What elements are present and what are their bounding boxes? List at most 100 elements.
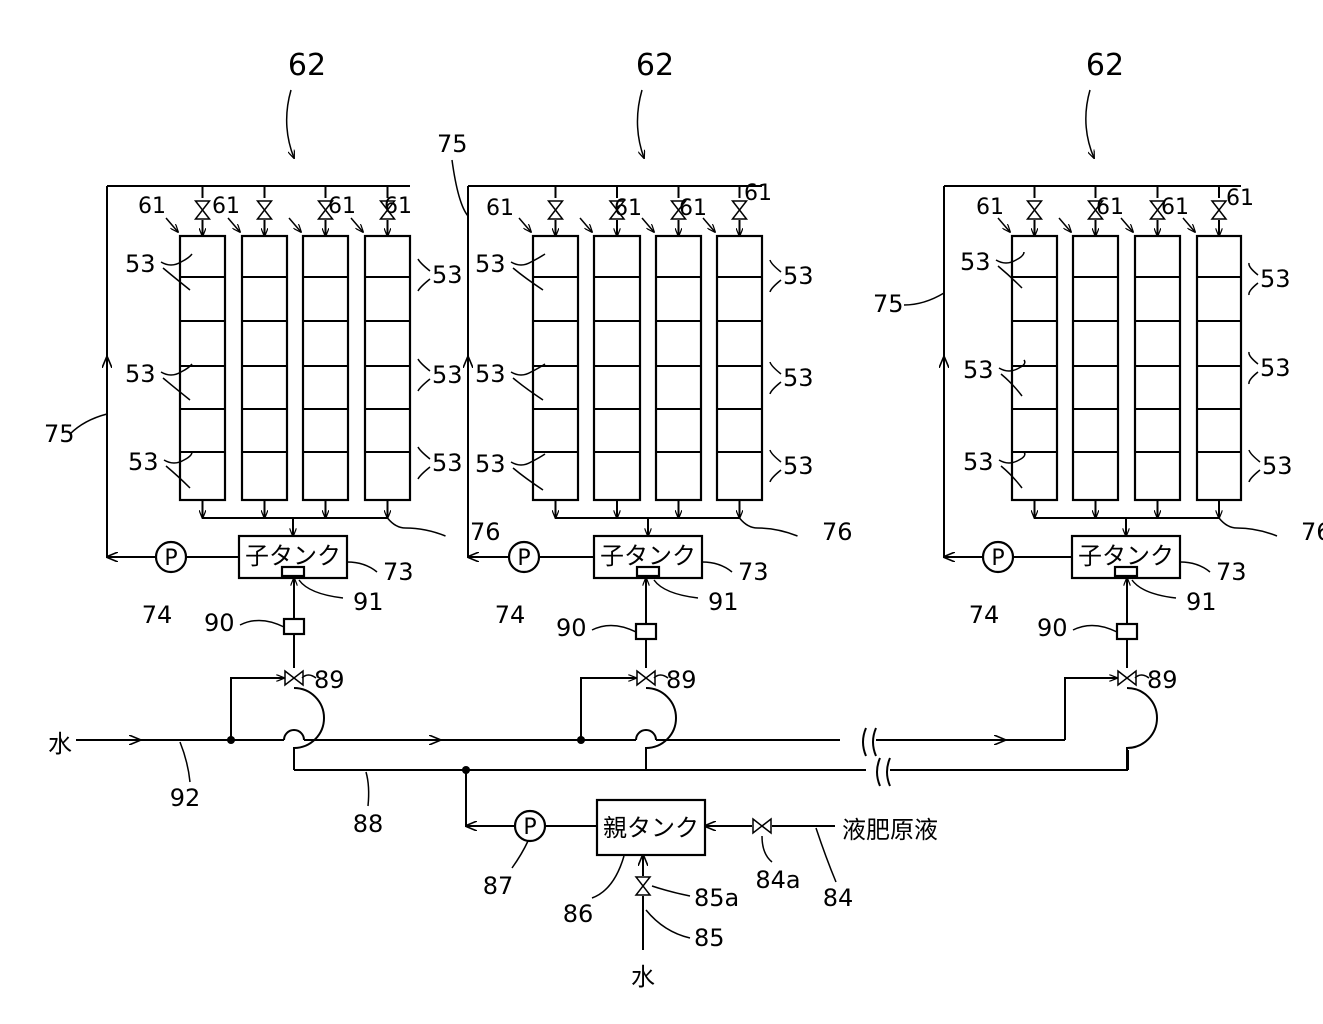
- pointer-arrow: [1183, 218, 1195, 232]
- leader-line: [1219, 518, 1277, 536]
- valve-61-icon: [549, 201, 563, 219]
- leader-line: [770, 362, 781, 374]
- cell-label: 53: [963, 356, 994, 384]
- pointer-arrow: [228, 218, 240, 232]
- junction-node: [227, 736, 235, 744]
- valve-label: 61: [1161, 195, 1189, 220]
- pointer-arrow: [703, 218, 715, 232]
- tank-label: 73: [383, 558, 414, 586]
- mix-valve-label: 89: [314, 666, 345, 694]
- leader-line: [1249, 450, 1260, 462]
- leader-line: [770, 470, 781, 482]
- leader-line: [740, 518, 798, 536]
- column-frame: [717, 236, 762, 500]
- parent-pump-label: 87: [483, 872, 514, 900]
- planting-column: [1197, 236, 1241, 500]
- concentrate-riser: [646, 688, 676, 770]
- leader-line: [816, 828, 836, 882]
- parent-water-line-label: 85: [694, 924, 725, 952]
- column-frame: [1197, 236, 1241, 500]
- cell-label: 53: [960, 248, 991, 276]
- valve-label: 61: [1096, 195, 1124, 220]
- parent-water-text: 水: [631, 963, 655, 991]
- sensor-label: 91: [353, 588, 384, 616]
- cell-label: 53: [432, 449, 463, 477]
- leader-line: [654, 580, 698, 598]
- supply-line-label: 88: [353, 810, 384, 838]
- filter-label: 90: [556, 614, 587, 642]
- leader-line: [904, 293, 944, 305]
- leader-line: [418, 447, 430, 459]
- cell-label: 53: [963, 448, 994, 476]
- leader-line: [452, 160, 468, 216]
- pointer-arrow: [289, 218, 301, 232]
- cell-label: 53: [475, 450, 506, 478]
- cell-label: 53: [432, 261, 463, 289]
- return-line-label: 75: [437, 130, 468, 158]
- unit-pointer-arrow: [287, 90, 294, 158]
- water-inlet-text: 水: [48, 730, 72, 758]
- cell-label: 53: [475, 250, 506, 278]
- column-frame: [656, 236, 701, 500]
- growing-units: 626161616153535353535376子タンク73P749190896…: [44, 48, 1323, 770]
- concentrate-line-label: 84: [823, 884, 854, 912]
- leader-line: [418, 467, 430, 479]
- pointer-arrow: [580, 218, 592, 232]
- leader-line: [388, 518, 446, 536]
- leader-line: [770, 260, 781, 272]
- child-tank-text: 子タンク: [1078, 542, 1174, 570]
- common-piping: 水9288P87親タンク86液肥原液84a84水85a85: [48, 728, 1128, 991]
- pointer-arrow: [642, 218, 654, 232]
- leader-line: [1249, 283, 1258, 295]
- child-tank-text: 子タンク: [245, 542, 341, 570]
- concentrate-riser: [1127, 688, 1157, 770]
- valve-label: 61: [138, 194, 166, 219]
- parent-water-valve-85a-icon: [636, 877, 650, 895]
- leader-line: [180, 742, 190, 782]
- leader-line: [70, 414, 107, 434]
- leader-line: [1249, 470, 1260, 482]
- leader-line: [592, 625, 636, 632]
- valve-label: 61: [744, 181, 772, 206]
- parent-tank-label: 86: [563, 900, 594, 928]
- concentrate-valve-84a-icon: [753, 819, 771, 833]
- valve-label: 61: [384, 194, 412, 219]
- mix-valve-89-icon: [1118, 671, 1136, 685]
- filter-90: [1117, 624, 1137, 639]
- cell-label: 53: [1260, 354, 1291, 382]
- concentrate-riser: [294, 688, 324, 770]
- leader-line: [702, 562, 732, 572]
- planting-column: [242, 236, 287, 500]
- sensor-label: 91: [708, 588, 739, 616]
- pointer-arrow: [351, 218, 363, 232]
- planting-column: [303, 236, 348, 500]
- pump-symbol: P: [523, 815, 536, 840]
- unit-pointer-arrow: [637, 90, 644, 158]
- unit-label: 62: [636, 48, 674, 83]
- pointer-arrow: [1121, 218, 1133, 232]
- leader-line: [347, 562, 377, 572]
- valve-61-icon: [1028, 201, 1042, 219]
- cell-label: 53: [1262, 452, 1293, 480]
- leader-line: [418, 279, 430, 291]
- unit-pointer-arrow: [1086, 90, 1094, 158]
- child-tank-text: 子タンク: [600, 542, 696, 570]
- cell-label: 53: [783, 364, 814, 392]
- concentrate-valve-label: 84a: [755, 866, 800, 894]
- leader-line: [652, 886, 690, 896]
- pump-symbol: P: [517, 546, 530, 571]
- sensor-91: [282, 567, 304, 576]
- pump-label: 74: [969, 601, 1000, 629]
- water-line-hump: [284, 730, 304, 740]
- tank-label: 73: [1216, 558, 1247, 586]
- pointer-arrow: [519, 218, 531, 232]
- valve-61-icon: [1212, 201, 1226, 219]
- filter-90: [284, 619, 304, 634]
- leader-line: [762, 836, 772, 862]
- break-mark: [863, 728, 866, 756]
- leader-line: [418, 359, 430, 371]
- leader-line: [1249, 263, 1258, 275]
- column-frame: [303, 236, 348, 500]
- unit-label: 62: [1086, 48, 1124, 83]
